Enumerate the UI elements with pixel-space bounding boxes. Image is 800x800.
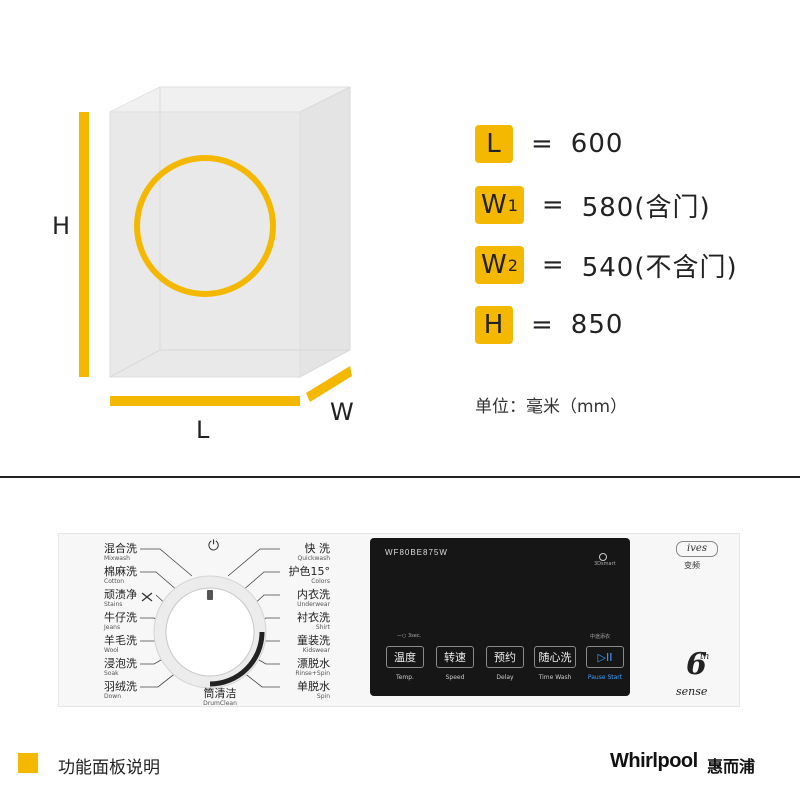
dial-pointer bbox=[207, 590, 213, 600]
power-button-icon[interactable]: ⏻ bbox=[208, 537, 220, 553]
width-label: W bbox=[330, 398, 354, 426]
time-wash-button[interactable]: 随心洗 bbox=[534, 646, 576, 668]
washer-box-illustration bbox=[79, 86, 352, 406]
footer-bullet bbox=[18, 753, 38, 773]
model-number: WF80BE875W bbox=[385, 548, 448, 557]
spec-row-length: L = 600 bbox=[475, 125, 623, 163]
equals-sign: = bbox=[541, 250, 564, 280]
control-display bbox=[370, 538, 630, 696]
width-bar bbox=[306, 366, 352, 402]
sense-superscript: th bbox=[700, 652, 710, 662]
footer-title: 功能面板说明 bbox=[58, 758, 160, 778]
temp-button[interactable]: 温度 bbox=[386, 646, 424, 668]
speed-button[interactable]: 转速 bbox=[436, 646, 474, 668]
spec-value: 540(不含门) bbox=[581, 252, 738, 283]
brand-logo-cn: 惠而浦 bbox=[707, 757, 756, 776]
length-bar bbox=[110, 396, 300, 406]
pause-start-label: Pause Start bbox=[587, 674, 623, 681]
height-label: H bbox=[52, 212, 71, 240]
3dsmart-label: 3Dsmart bbox=[594, 561, 616, 567]
section-divider bbox=[0, 476, 800, 478]
pause-start-button[interactable]: ▷II bbox=[586, 646, 624, 668]
program-dial-graphic bbox=[140, 548, 280, 689]
height-bar bbox=[79, 112, 89, 377]
equals-sign: = bbox=[531, 310, 553, 340]
program-colors[interactable]: 护色15°Colors bbox=[288, 565, 331, 586]
spec-row-height: H = 850 bbox=[475, 306, 623, 344]
speed-label: Speed bbox=[445, 674, 465, 681]
spec-key: H bbox=[475, 306, 513, 344]
spec-value: 600 bbox=[570, 129, 624, 159]
sense-number: 6 bbox=[686, 647, 707, 682]
3dsmart-icon bbox=[596, 549, 610, 561]
dial-arc bbox=[209, 631, 265, 687]
length-label: L bbox=[196, 416, 210, 444]
delay-label: Delay bbox=[496, 674, 514, 681]
dial-knob[interactable] bbox=[165, 587, 255, 677]
equals-sign: = bbox=[531, 129, 553, 159]
box-side-face bbox=[299, 86, 351, 378]
sense-word: sense bbox=[676, 685, 708, 698]
add-clothes-hint: 中途添衣 bbox=[590, 634, 611, 640]
door-ring bbox=[134, 155, 276, 297]
delay-button[interactable]: 预约 bbox=[486, 646, 524, 668]
ives-logo: ives bbox=[676, 541, 718, 557]
spec-value: 850 bbox=[570, 310, 624, 340]
equals-sign: = bbox=[541, 190, 564, 220]
spec-value: 580(含门) bbox=[581, 192, 711, 223]
temp-label: Temp. bbox=[396, 674, 414, 681]
spec-key: L bbox=[475, 125, 513, 163]
time-wash-label: Time Wash bbox=[538, 674, 572, 681]
unit-note: 单位：毫米（mm） bbox=[475, 397, 628, 417]
brand-logo: Whirlpool bbox=[610, 750, 698, 772]
inverter-label: 变频 bbox=[684, 561, 700, 570]
stains-brush-icon bbox=[141, 592, 153, 602]
lock-hint: —○ 3sec. bbox=[397, 633, 422, 639]
